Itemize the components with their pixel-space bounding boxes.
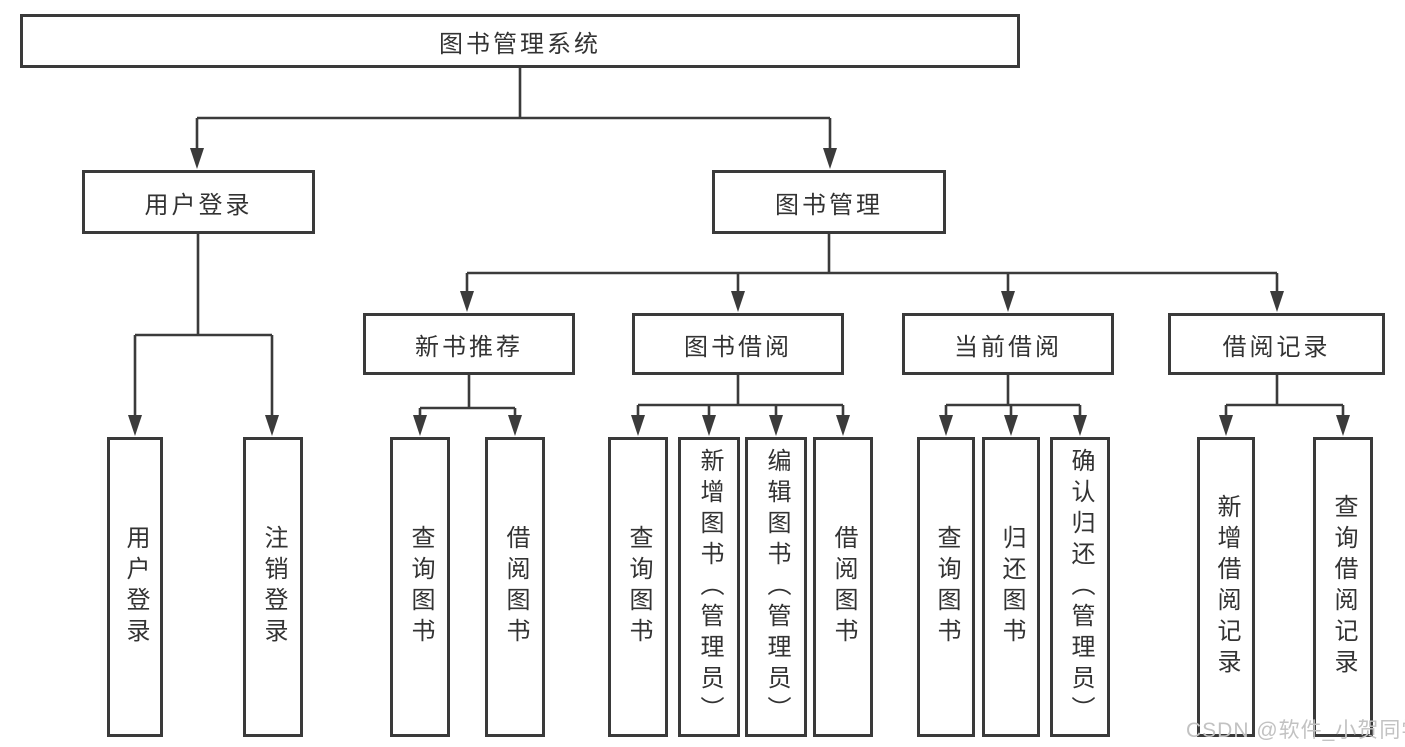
leaf-query-books-current: 查询图书 xyxy=(917,437,975,737)
node-label: 新书推荐 xyxy=(415,333,523,361)
leaf-return-book: 归还图书 xyxy=(982,437,1040,737)
node-label: 图书管理系统 xyxy=(439,30,601,58)
leaf-logout: 注销登录 xyxy=(243,437,303,737)
leaf-add-borrow-record: 新增借阅记录 xyxy=(1197,437,1255,737)
leaf-confirm-return-admin: 确认归还（管理员） xyxy=(1050,437,1110,737)
node-label: 图书借阅 xyxy=(684,333,792,361)
node-label: 借阅图书 xyxy=(830,525,857,649)
node-label: 查询图书 xyxy=(625,525,652,649)
node-book-borrowing: 图书借阅 xyxy=(632,313,844,375)
node-label: 查询图书 xyxy=(407,525,434,649)
leaf-edit-book-admin: 编辑图书（管理员） xyxy=(745,437,807,737)
leaf-query-borrow-record: 查询借阅记录 xyxy=(1313,437,1373,737)
node-new-book-recommendation: 新书推荐 xyxy=(363,313,575,375)
leaf-query-books-borrow: 查询图书 xyxy=(608,437,668,737)
node-library-system: 图书管理系统 xyxy=(20,14,1020,68)
node-user-login: 用户登录 xyxy=(82,170,315,234)
node-book-management: 图书管理 xyxy=(712,170,946,234)
node-current-borrowing: 当前借阅 xyxy=(902,313,1114,375)
leaf-borrow-books-recommend: 借阅图书 xyxy=(485,437,545,737)
node-label: 借阅图书 xyxy=(502,525,529,649)
node-label: 查询借阅记录 xyxy=(1330,494,1357,680)
node-label: 编辑图书（管理员） xyxy=(763,447,790,727)
node-label: 新增借阅记录 xyxy=(1213,494,1240,680)
node-label: 查询图书 xyxy=(933,525,960,649)
csdn-watermark: CSDN @软件_小贺同学 xyxy=(1186,719,1405,742)
leaf-query-books-recommend: 查询图书 xyxy=(390,437,450,737)
node-label: 用户登录 xyxy=(122,525,149,649)
leaf-user-login: 用户登录 xyxy=(107,437,163,737)
leaf-add-book-admin: 新增图书（管理员） xyxy=(678,437,740,737)
leaf-borrow-books-borrow: 借阅图书 xyxy=(813,437,873,737)
node-label: 图书管理 xyxy=(775,191,883,219)
node-borrowing-records: 借阅记录 xyxy=(1168,313,1385,375)
node-label: 用户登录 xyxy=(144,191,253,219)
node-label: 注销登录 xyxy=(260,525,287,649)
node-label: 当前借阅 xyxy=(954,333,1062,361)
node-label: 归还图书 xyxy=(998,525,1025,649)
node-label: 确认归还（管理员） xyxy=(1067,447,1094,727)
node-label: 新增图书（管理员） xyxy=(696,447,723,727)
node-label: 借阅记录 xyxy=(1222,333,1331,361)
